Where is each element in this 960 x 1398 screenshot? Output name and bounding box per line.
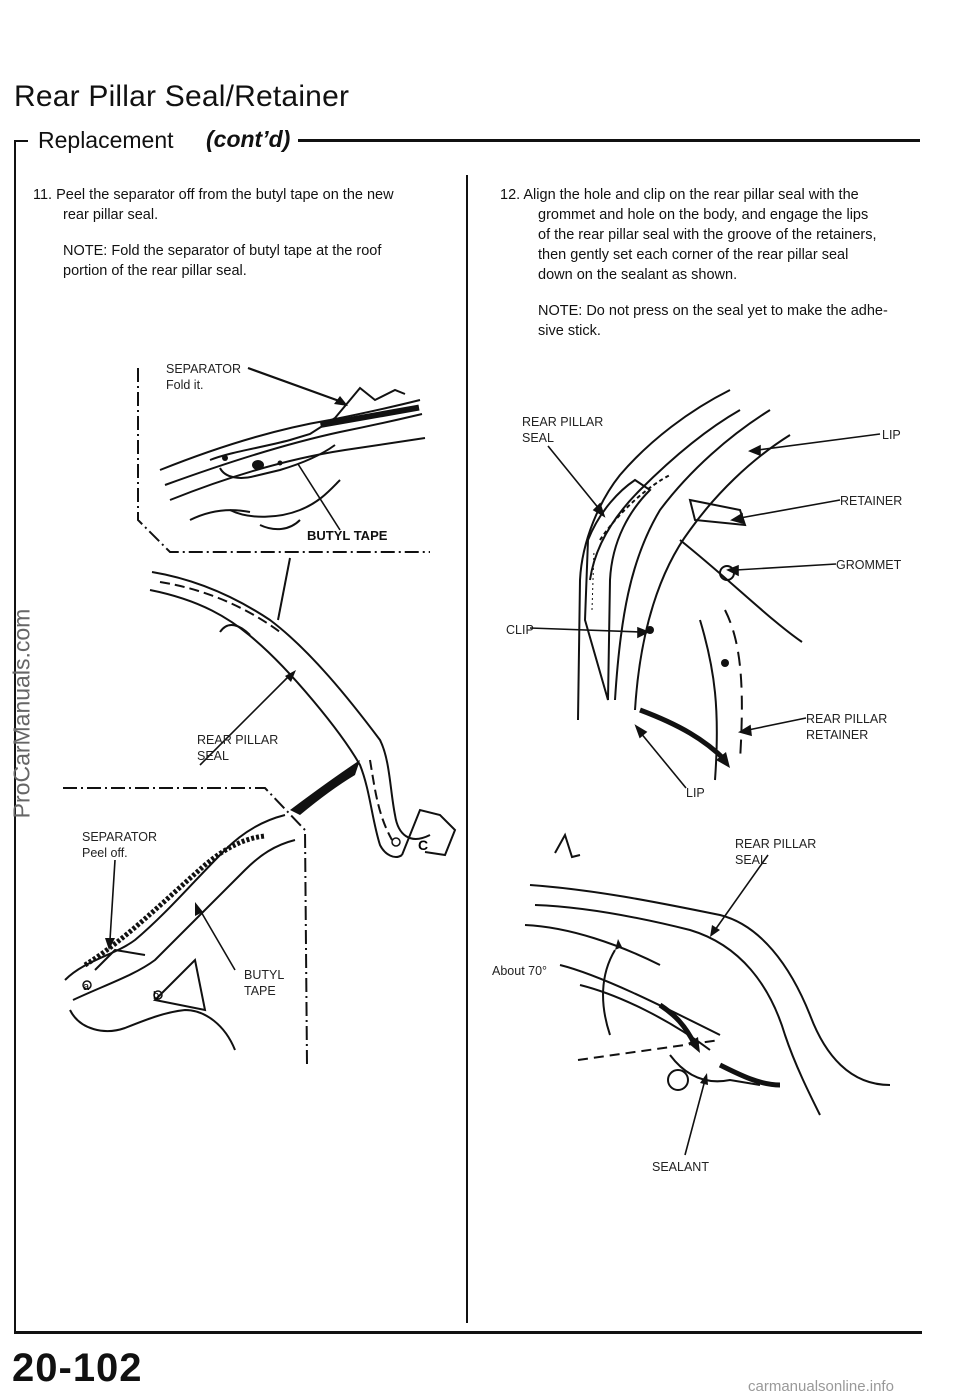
mark-c: C (418, 837, 428, 853)
label-butyl-tape: BUTYL TAPE (307, 528, 388, 543)
label-rear-pillar-retainer: REAR PILLAR (806, 712, 888, 726)
mark-b: b (153, 990, 159, 1002)
label-separator: SEPARATOR (82, 830, 158, 844)
label-seal: SEAL (197, 749, 229, 763)
label-rear-pillar: REAR PILLAR (197, 733, 279, 747)
header-rule-left (14, 140, 28, 142)
label-retainer-2: RETAINER (806, 728, 869, 742)
footer-site: carmanualsonline.info (748, 1378, 894, 1395)
label-rear-pillar: REAR PILLAR (735, 837, 817, 851)
column-divider (466, 175, 468, 1323)
step-12-line: then gently set each corner of the rear … (538, 247, 849, 263)
step-12-note: NOTE: Do not press on the seal yet to ma… (538, 303, 888, 319)
header-rule-right (298, 139, 920, 142)
label-lip-bottom: LIP (686, 786, 705, 800)
watermark-text: ProCarManuals.com (8, 608, 35, 819)
figure-rear-pillar-seal: C (149, 557, 457, 858)
label-fold-it: Fold it. (166, 378, 204, 392)
step-11-line: 11. Peel the separator off from the buty… (33, 187, 394, 203)
label-seal: SEAL (522, 431, 554, 445)
label-butyl: BUTYL (244, 968, 285, 982)
label-sealant: SEALANT (652, 1160, 709, 1174)
section-subtitle: Replacement (38, 127, 174, 153)
label-angle: About 70° (492, 964, 548, 978)
step-12-line: down on the sealant as shown. (538, 267, 738, 283)
label-peel-off: Peel off. (82, 846, 128, 860)
page-title: Rear Pillar Seal/Retainer (14, 80, 350, 113)
label-tape: TAPE (244, 984, 276, 998)
step-11-note: NOTE: Fold the separator of butyl tape a… (63, 243, 382, 259)
frame-bottom (14, 1331, 922, 1334)
continued-marker: (cont’d) (206, 126, 291, 152)
step-12-note: sive stick. (538, 323, 601, 339)
page-number: 20-102 (12, 1346, 143, 1390)
label-seal: SEAL (735, 853, 767, 867)
step-11-line: rear pillar seal. (63, 207, 159, 223)
step-12-line: of the rear pillar seal with the groove … (538, 227, 877, 243)
figure-pillar-cross-section (577, 389, 803, 781)
step-11-text: 11. Peel the separator off from the buty… (33, 185, 453, 281)
figure-separator-fold (137, 366, 430, 553)
step-11-note: portion of the rear pillar seal. (63, 263, 247, 279)
leaders-right-top (529, 433, 881, 789)
figure-seal-angle (524, 832, 891, 1156)
label-grommet: GROMMET (836, 558, 902, 572)
mark-a: a (83, 981, 90, 993)
figure-peel-off: a b (63, 787, 308, 1066)
frame-left (14, 140, 16, 1333)
label-retainer: RETAINER (840, 494, 903, 508)
step-12-text: 12. Align the hole and clip on the rear … (500, 185, 920, 341)
step-12-line: grommet and hole on the body, and engage… (538, 207, 869, 223)
label-rear-pillar: REAR PILLAR (522, 415, 604, 429)
step-12-line: 12. Align the hole and clip on the rear … (500, 187, 859, 203)
label-lip: LIP (882, 428, 901, 442)
label-separator: SEPARATOR (166, 362, 242, 376)
label-clip: CLIP (506, 623, 534, 637)
